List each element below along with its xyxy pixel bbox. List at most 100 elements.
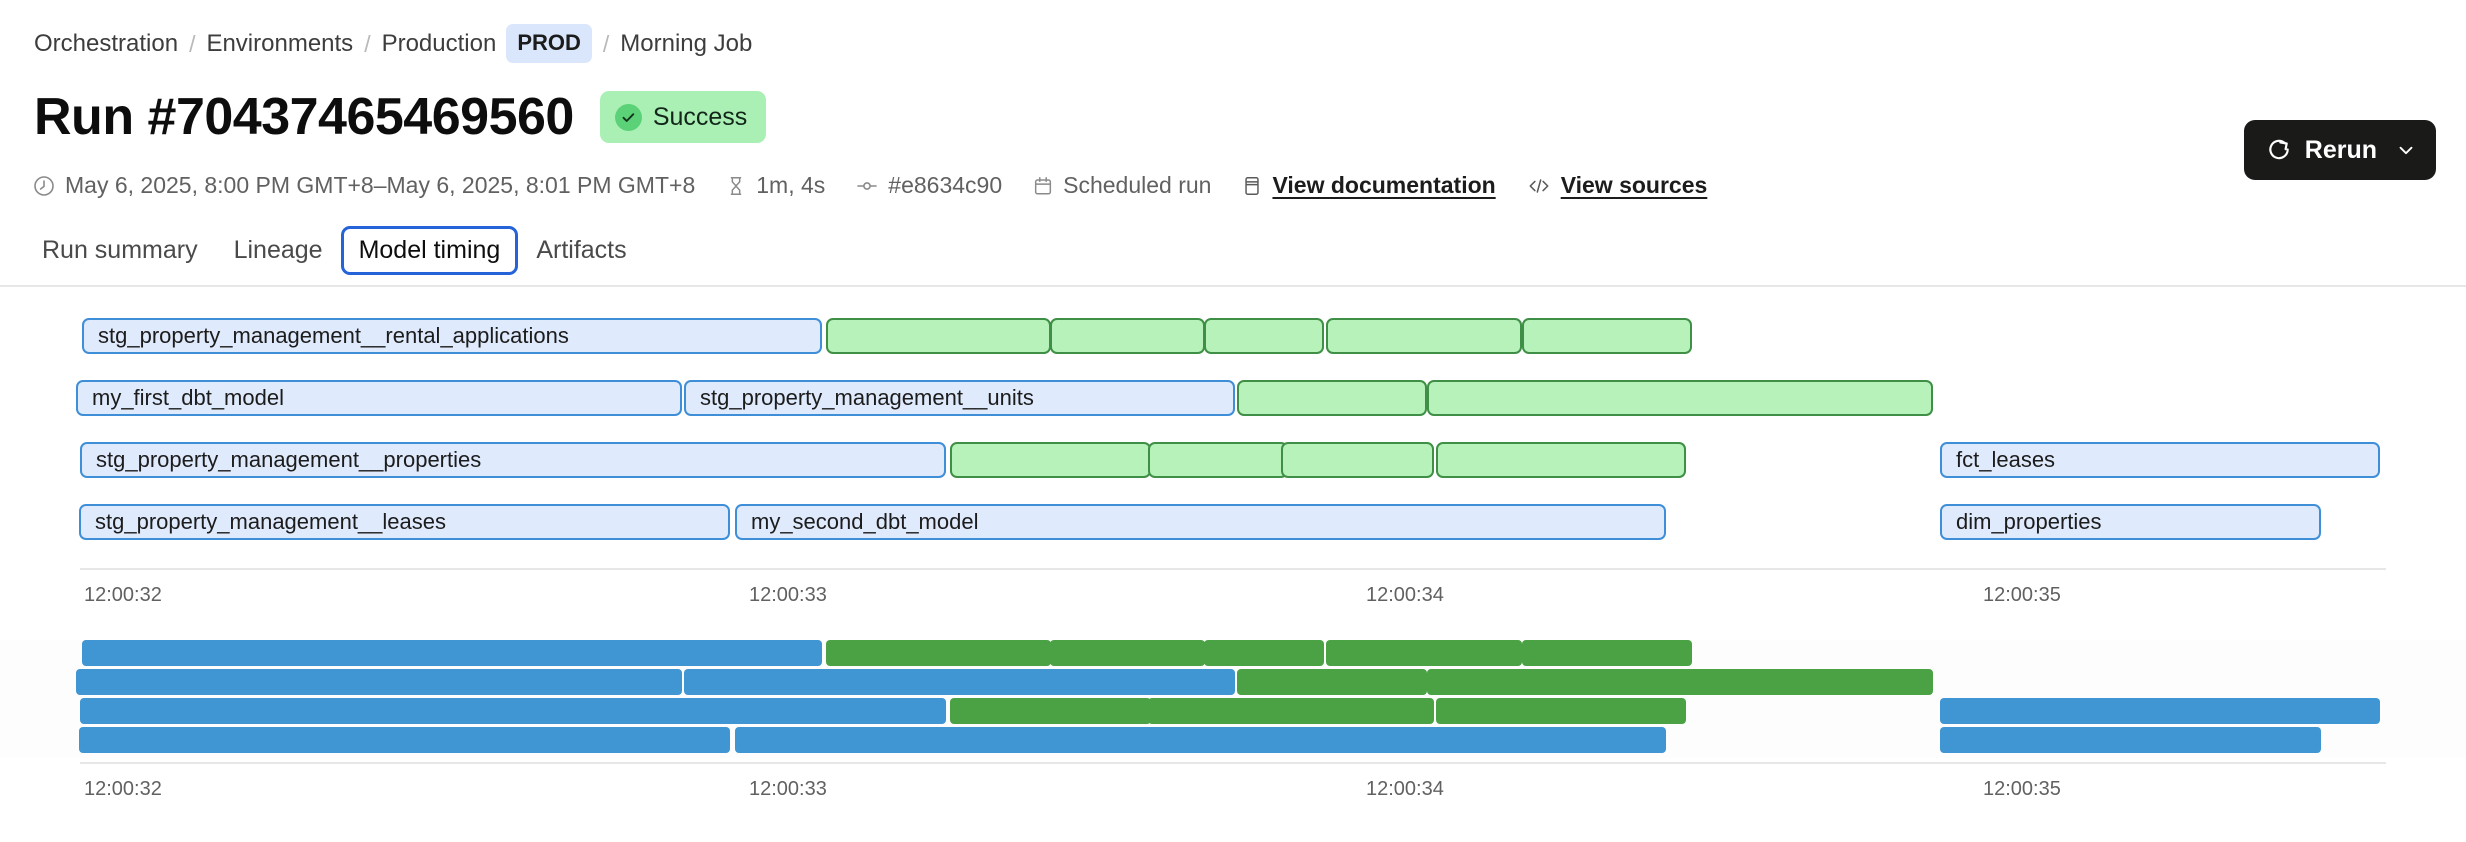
gantt-bar-segment[interactable] (1050, 318, 1205, 354)
calendar-icon (1032, 175, 1054, 197)
gantt-axis-tick: 12:00:32 (84, 584, 162, 606)
gantt-bar-my_second_dbt_model[interactable]: my_second_dbt_model (735, 504, 1666, 540)
gantt-bar-segment[interactable] (1237, 380, 1427, 416)
minimap-axis-rule (80, 762, 2386, 764)
minimap-bar-segment[interactable] (1522, 640, 1692, 666)
tab-bar-divider (0, 285, 2466, 287)
meta-sources[interactable]: View sources (1526, 172, 1708, 199)
minimap-bar-segment[interactable] (1427, 669, 1933, 695)
clock-icon (32, 174, 56, 198)
model-timing-minimap[interactable] (0, 640, 2466, 758)
gantt-bar-label: fct_leases (1956, 447, 2056, 472)
meta-trigger: Scheduled run (1032, 172, 1211, 199)
gantt-row: stg_property_management__properties fct_l… (0, 442, 2466, 478)
minimap-row (0, 727, 2466, 753)
minimap-bar-segment[interactable] (735, 727, 1666, 753)
minimap-bar-segment[interactable] (1281, 698, 1434, 724)
minimap-row (0, 698, 2466, 724)
gantt-bar-stg_property_management__units[interactable]: stg_property_management__units (684, 380, 1235, 416)
gantt-bar-my_first_dbt_model[interactable]: my_first_dbt_model (76, 380, 682, 416)
gantt-bar-segment[interactable] (1326, 318, 1522, 354)
gantt-bar-segment[interactable] (826, 318, 1051, 354)
minimap-bar-segment[interactable] (1436, 698, 1686, 724)
tab-model-timing[interactable]: Model timing (340, 225, 519, 275)
gantt-bar-segment[interactable] (950, 442, 1151, 478)
minimap-bar-segment[interactable] (1326, 640, 1522, 666)
gantt-bar-stg_property_management__properties[interactable]: stg_property_management__properties (80, 442, 946, 478)
run-metadata: May 6, 2025, 8:00 PM GMT+8–May 6, 2025, … (32, 172, 1707, 199)
tab-artifacts[interactable]: Artifacts (536, 235, 627, 264)
minimap-bar-segment[interactable] (76, 669, 682, 695)
gantt-bar-label: dim_properties (1956, 509, 2102, 534)
minimap-bar-segment[interactable] (684, 669, 1235, 695)
breadcrumb-item-morning-job[interactable]: Morning Job (620, 29, 753, 57)
gantt-bar-segment[interactable] (1204, 318, 1324, 354)
gantt-row: my_first_dbt_model stg_property_managemen… (0, 380, 2466, 416)
breadcrumb-separator: / (602, 30, 610, 57)
meta-duration-text: 1m, 4s (756, 172, 826, 198)
breadcrumb-separator: / (189, 30, 196, 57)
breadcrumb-item-orchestration[interactable]: Orchestration (34, 29, 179, 57)
status-badge: Success (599, 91, 767, 143)
view-sources-link[interactable]: View sources (1560, 172, 1708, 198)
minimap-row (0, 669, 2466, 695)
meta-duration: 1m, 4s (725, 172, 825, 199)
gantt-bar-segment[interactable] (1281, 442, 1434, 478)
meta-trigger-text: Scheduled run (1063, 172, 1212, 198)
minimap-bar-segment[interactable] (82, 640, 822, 666)
minimap-bar-segment[interactable] (1237, 669, 1427, 695)
meta-commit-text: #e8634c90 (888, 172, 1003, 198)
chevron-down-icon[interactable] (2395, 139, 2417, 161)
breadcrumb: Orchestration / Environments / Productio… (34, 24, 752, 63)
meta-documentation[interactable]: View documentation (1241, 172, 1496, 199)
minimap-bar-segment[interactable] (80, 698, 946, 724)
gantt-bar-stg_property_management__rental_applications[interactable]: stg_property_management__rental_applicat… (82, 318, 822, 354)
gantt-bar-stg_property_management__leases[interactable]: stg_property_management__leases (79, 504, 730, 540)
refresh-icon (2266, 137, 2292, 163)
meta-commit: #e8634c90 (855, 172, 1002, 199)
tab-run-summary[interactable]: Run summary (42, 235, 198, 264)
breadcrumb-item-production[interactable]: Production (381, 29, 497, 57)
gantt-axis-tick: 12:00:33 (749, 584, 827, 606)
gantt-bar-label: stg_property_management__rental_applicat… (98, 323, 569, 348)
book-icon (1241, 175, 1263, 197)
gantt-bar-label: my_second_dbt_model (751, 509, 979, 534)
view-documentation-link[interactable]: View documentation (1272, 172, 1496, 198)
minimap-bar-segment[interactable] (950, 698, 1151, 724)
gantt-bar-label: my_first_dbt_model (92, 385, 284, 410)
model-timing-gantt: stg_property_management__rental_applicat… (0, 318, 2466, 588)
run-header: Run #70437465469560 Success (34, 88, 767, 146)
check-circle-icon (614, 103, 642, 131)
minimap-bar-segment[interactable] (1940, 727, 2321, 753)
minimap-axis-tick: 12:00:34 (1366, 778, 1444, 800)
minimap-bar-segment[interactable] (1148, 698, 1288, 724)
rerun-label: Rerun (2304, 135, 2377, 164)
gantt-bar-label: stg_property_management__properties (96, 447, 482, 472)
gantt-row: stg_property_management__leases my_second… (0, 504, 2466, 540)
rerun-button[interactable]: Rerun (2243, 120, 2436, 180)
environment-badge-prod: PROD (506, 24, 592, 63)
git-commit-icon (855, 174, 879, 198)
code-icon (1526, 175, 1552, 197)
page-title: Run #70437465469560 (34, 88, 574, 146)
gantt-bar-fct_leases[interactable]: fct_leases (1940, 442, 2380, 478)
minimap-row (0, 640, 2466, 666)
breadcrumb-item-environments[interactable]: Environments (206, 29, 354, 57)
gantt-bar-dim_properties[interactable]: dim_properties (1940, 504, 2321, 540)
minimap-bar-segment[interactable] (79, 727, 730, 753)
gantt-axis-tick: 12:00:35 (1983, 584, 2061, 606)
gantt-bar-segment[interactable] (1522, 318, 1692, 354)
tab-bar: Run summary Lineage Model timing Artifac… (24, 222, 645, 278)
gantt-axis-rule (80, 568, 2386, 570)
tab-lineage[interactable]: Lineage (233, 235, 323, 264)
minimap-bar-segment[interactable] (1940, 698, 2380, 724)
minimap-bar-segment[interactable] (826, 640, 1051, 666)
minimap-bar-segment[interactable] (1204, 640, 1324, 666)
gantt-row: stg_property_management__rental_applicat… (0, 318, 2466, 354)
gantt-bar-segment[interactable] (1436, 442, 1686, 478)
gantt-bar-segment[interactable] (1427, 380, 1933, 416)
gantt-bar-segment[interactable] (1148, 442, 1288, 478)
minimap-bar-segment[interactable] (1050, 640, 1205, 666)
